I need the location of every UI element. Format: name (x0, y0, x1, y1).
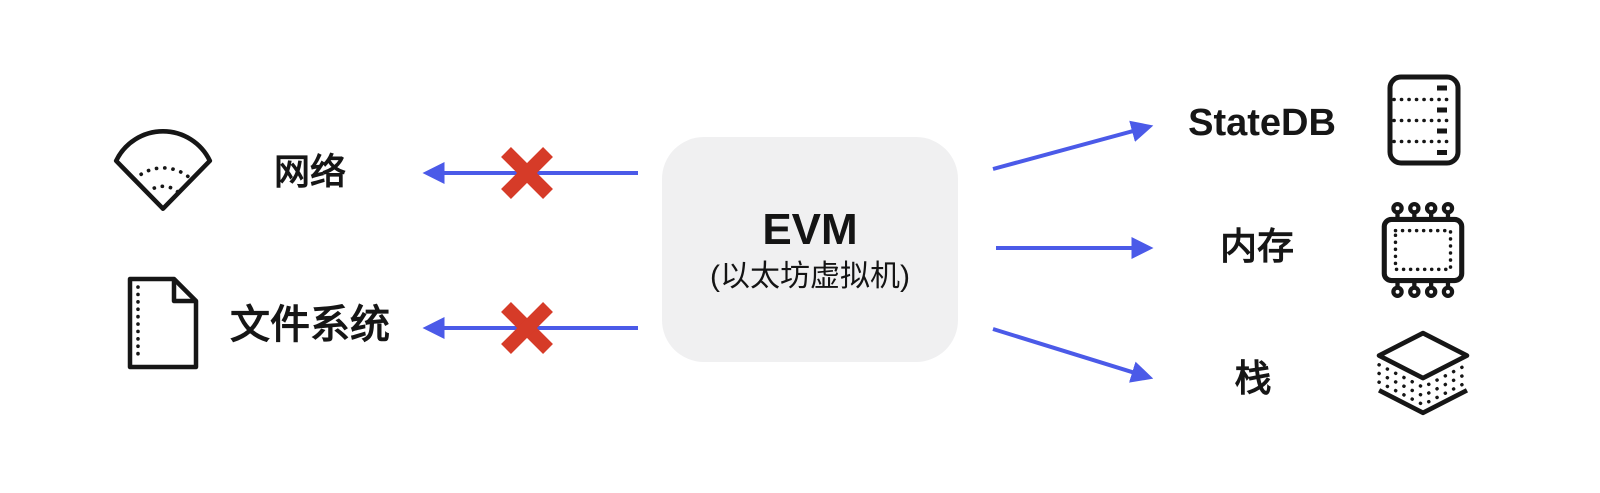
database-icon (1387, 74, 1461, 171)
statedb-label: StateDB (1188, 102, 1336, 144)
stack-layers-icon (1376, 330, 1470, 425)
stack-label: 栈 (1234, 358, 1272, 399)
network-label: 网络 (273, 151, 346, 192)
document-icon (126, 276, 200, 375)
evm-title: EVM (762, 204, 858, 254)
wifi-icon (108, 128, 218, 217)
evm-node: EVM (以太坊虚拟机) (662, 137, 958, 362)
arrow-evm-to-stack (992, 327, 1154, 383)
memory-label: 内存 (1220, 226, 1294, 267)
blocked-x-filesystem-icon (501, 302, 553, 354)
blocked-x-network-icon (501, 147, 553, 199)
arrow-evm-to-statedb (992, 120, 1154, 171)
evm-subtitle: (以太坊虚拟机) (710, 259, 910, 293)
memory-chip-icon (1374, 197, 1472, 308)
filesystem-label: 文件系统 (230, 303, 390, 347)
